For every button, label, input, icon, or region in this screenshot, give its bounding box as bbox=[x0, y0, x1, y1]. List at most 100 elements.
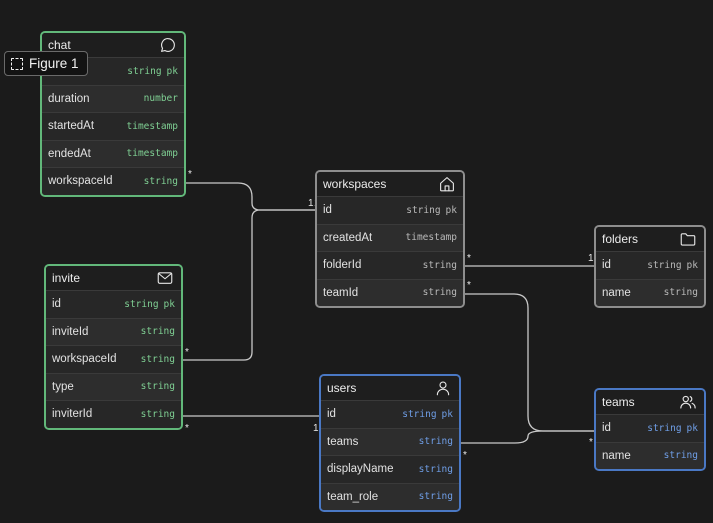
field-name: startedAt bbox=[48, 120, 95, 133]
field-type: timestamp bbox=[405, 232, 457, 244]
field-name: createdAt bbox=[323, 231, 373, 244]
field-type: timestamp bbox=[126, 120, 178, 132]
field-row[interactable]: createdAt timestamp bbox=[317, 223, 463, 251]
field-row[interactable]: startedAt timestamp bbox=[42, 112, 184, 140]
field-name: team_role bbox=[327, 490, 379, 503]
field-name: teamId bbox=[323, 286, 359, 299]
field-name: name bbox=[602, 286, 631, 299]
field-name: id bbox=[327, 408, 336, 421]
field-name: teams bbox=[327, 435, 359, 448]
field-name: name bbox=[602, 449, 631, 462]
field-type: string bbox=[663, 450, 698, 462]
chat-bubble-icon bbox=[158, 35, 178, 55]
field-type: string bbox=[663, 287, 698, 299]
figure-label-badge[interactable]: Figure 1 bbox=[4, 51, 88, 76]
entity-header: invite bbox=[46, 266, 181, 290]
field-type: string bbox=[422, 287, 457, 299]
entity-header: workspaces bbox=[317, 172, 463, 196]
entity-title: invite bbox=[52, 271, 81, 285]
field-name: type bbox=[52, 380, 74, 393]
edge-chat-workspaces bbox=[185, 182, 319, 211]
field-type: string bbox=[140, 381, 175, 393]
card-workspaces-one-a: 1 bbox=[308, 198, 314, 209]
home-icon bbox=[437, 174, 457, 194]
card-folders-one: 1 bbox=[588, 253, 594, 264]
field-name: id bbox=[602, 422, 611, 435]
pk-marker: pk bbox=[686, 422, 698, 434]
edge-invite-workspaces bbox=[182, 209, 319, 361]
field-name: endedAt bbox=[48, 147, 91, 160]
field-type: string bbox=[418, 491, 453, 503]
entity-title: teams bbox=[602, 395, 635, 409]
field-row[interactable]: displayName string bbox=[321, 455, 459, 483]
folder-icon bbox=[678, 229, 698, 249]
edge-workspaces-teams bbox=[464, 293, 598, 432]
figure-label: Figure 1 bbox=[29, 56, 79, 71]
field-row[interactable]: folderId string bbox=[317, 251, 463, 279]
selection-frame-icon bbox=[11, 57, 23, 70]
field-type: string bbox=[422, 259, 457, 271]
entity-header: chat bbox=[42, 33, 184, 57]
field-row[interactable]: type string bbox=[46, 372, 181, 400]
field-row[interactable]: inviteId string bbox=[46, 317, 181, 345]
field-type: number bbox=[143, 93, 178, 105]
field-name: duration bbox=[48, 92, 90, 105]
card-teams-many: * bbox=[589, 437, 593, 448]
field-type: string bbox=[140, 326, 175, 338]
pk-marker: pk bbox=[686, 259, 698, 271]
entity-header: users bbox=[321, 376, 459, 400]
mail-icon bbox=[155, 268, 175, 288]
field-row[interactable]: name string bbox=[596, 441, 704, 469]
pk-marker: pk bbox=[441, 408, 453, 420]
pk-marker: pk bbox=[166, 65, 178, 77]
field-type: timestamp bbox=[126, 148, 178, 160]
field-name: id bbox=[323, 204, 332, 217]
card-team-fk-many: * bbox=[467, 280, 471, 291]
edge-users-teams bbox=[460, 430, 598, 444]
field-row[interactable]: endedAt timestamp bbox=[42, 139, 184, 167]
field-type: string bbox=[418, 463, 453, 475]
card-invite-many-ws: * bbox=[185, 347, 189, 358]
field-row[interactable]: name string bbox=[596, 278, 704, 306]
field-name: id bbox=[602, 259, 611, 272]
field-name: inviteId bbox=[52, 325, 89, 338]
field-name: id bbox=[52, 298, 61, 311]
card-chat-many: * bbox=[188, 169, 192, 180]
pk-marker: pk bbox=[445, 204, 457, 216]
card-invite-many-users: * bbox=[185, 423, 189, 434]
users-icon bbox=[678, 392, 698, 412]
field-name: folderId bbox=[323, 259, 362, 272]
entity-header: teams bbox=[596, 390, 704, 414]
field-name: inviterId bbox=[52, 408, 93, 421]
field-name: workspaceId bbox=[52, 353, 117, 366]
entity-title: workspaces bbox=[323, 177, 387, 191]
entity-title: chat bbox=[48, 38, 71, 52]
field-row[interactable]: teamId string bbox=[317, 278, 463, 306]
field-name: displayName bbox=[327, 463, 394, 476]
field-row[interactable]: team_role string bbox=[321, 482, 459, 510]
card-folder-fk-many: * bbox=[467, 253, 471, 264]
entity-header: folders bbox=[596, 227, 704, 251]
field-row[interactable]: duration number bbox=[42, 84, 184, 112]
entity-title: folders bbox=[602, 232, 639, 246]
